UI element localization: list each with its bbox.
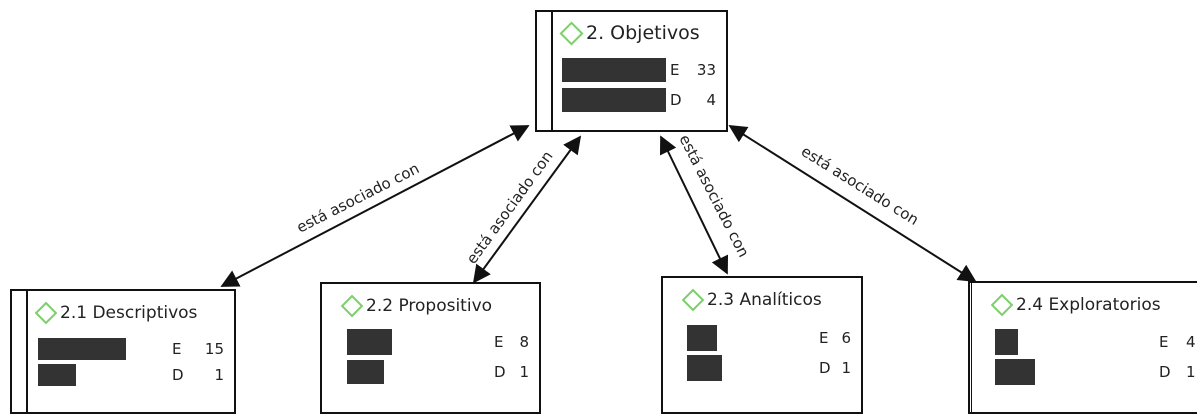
edge-line-1 [220, 125, 530, 287]
stat-value-d: 4 [706, 91, 716, 109]
stat-value-e: 33 [696, 61, 716, 79]
stat-value-e: 8 [519, 333, 529, 351]
edges-layer: está asociado con está asociado con está… [220, 125, 977, 287]
edge-line-4 [728, 125, 977, 282]
diamond-icon [34, 301, 58, 325]
diamond-icon [559, 20, 584, 46]
stat-label-e: E [670, 61, 680, 79]
node-title: 2.2 Propositivo [340, 294, 493, 318]
edge-label-4: está asociado con [798, 142, 922, 229]
stat-bar-d [995, 359, 1035, 385]
stat-value-e: 4 [1186, 333, 1196, 351]
stat-label-e: E [494, 333, 504, 351]
node-stripe [12, 291, 28, 412]
edge-label-1: está asociado con [294, 159, 423, 236]
diamond-icon [340, 294, 364, 318]
edge-label-2: está asociado con [463, 147, 557, 267]
node-title-text: 2.3 Analíticos [707, 290, 822, 310]
node-stripe [970, 283, 972, 412]
stat-label-d: D [670, 91, 682, 109]
node-descriptivos[interactable]: 2.1 Descriptivos E 15 D 1 [10, 289, 236, 414]
node-exploratorios[interactable]: 2.4 Exploratorios E 4 D 1 [968, 281, 1197, 414]
node-title: 2.1 Descriptivos [34, 301, 198, 325]
node-title-text: 2.1 Descriptivos [60, 303, 198, 323]
stat-label-d: D [494, 363, 506, 381]
stat-bar-e [38, 338, 126, 360]
node-title: 2.3 Analíticos [681, 288, 822, 312]
node-stripe [537, 12, 553, 130]
node-title-text: 2.2 Propositivo [366, 296, 493, 316]
stat-value-e: 15 [204, 340, 224, 358]
stat-value-e: 6 [841, 329, 851, 347]
diamond-icon [681, 288, 705, 312]
node-title-text: 2. Objetivos [586, 22, 700, 44]
edge-line-2 [472, 135, 582, 284]
node-analiticos[interactable]: 2.3 Analíticos E 6 D 1 [661, 276, 863, 414]
node-objetivos[interactable]: 2. Objetivos E 33 D 4 [535, 10, 728, 132]
stat-bar-d [347, 360, 384, 384]
stat-bar-d [38, 364, 76, 386]
stat-bar-e [562, 58, 666, 82]
stat-bar-d [562, 88, 666, 112]
stat-label-e: E [819, 329, 829, 347]
stat-label-d: D [172, 366, 184, 384]
stat-value-d: 1 [1186, 363, 1196, 381]
stat-label-e: E [172, 340, 182, 358]
edge-label-3: está asociado con [675, 132, 752, 261]
stat-bar-e [347, 329, 392, 355]
stat-value-d: 1 [841, 359, 851, 377]
edge-line-3 [659, 135, 729, 275]
stat-value-d: 1 [214, 366, 224, 384]
node-title: 2. Objetivos [559, 20, 700, 46]
stat-bar-d [687, 355, 722, 381]
stat-bar-e [687, 325, 717, 351]
node-title: 2.4 Exploratorios [990, 293, 1161, 317]
node-propositivo[interactable]: 2.2 Propositivo E 8 D 1 [320, 282, 541, 414]
diamond-icon [990, 293, 1014, 317]
stat-label-d: D [819, 359, 831, 377]
stat-label-d: D [1159, 363, 1171, 381]
stat-value-d: 1 [519, 363, 529, 381]
stat-bar-e [995, 329, 1018, 355]
node-title-text: 2.4 Exploratorios [1016, 295, 1161, 315]
stat-label-e: E [1159, 333, 1169, 351]
